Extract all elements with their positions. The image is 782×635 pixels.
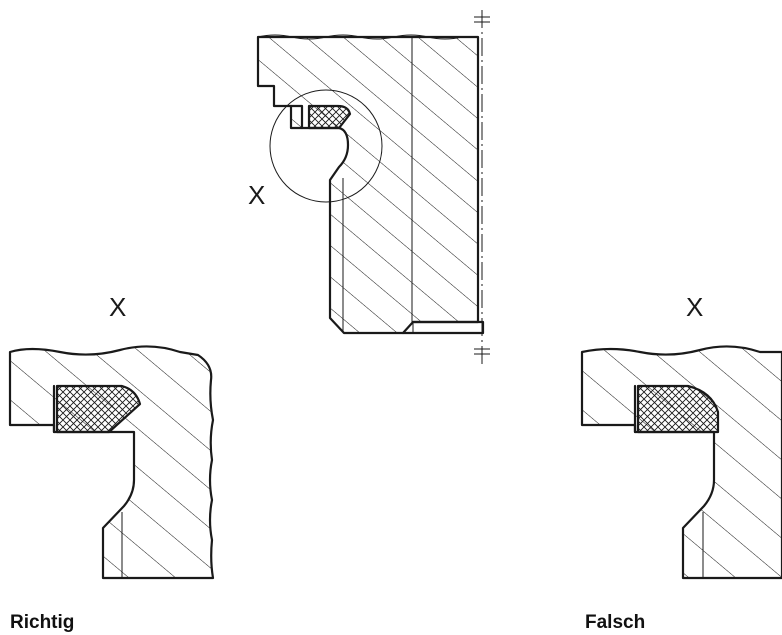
groove-recess	[289, 104, 304, 130]
axis-end-mark-top	[474, 16, 490, 23]
detail-mark-main: X	[248, 180, 265, 210]
housing-body	[256, 35, 480, 335]
caption-correct: Richtig	[10, 612, 74, 633]
detail-mark-right: X	[686, 292, 703, 322]
main-section-view	[256, 10, 490, 365]
detail-wrong	[580, 345, 782, 580]
shaft-step	[401, 320, 485, 335]
wrong-housing	[580, 345, 782, 580]
correct-housing	[8, 345, 215, 580]
caption-wrong: Falsch	[585, 612, 645, 633]
wrong-seal	[636, 384, 720, 434]
detail-correct	[8, 345, 215, 580]
correct-seal	[55, 384, 142, 434]
detail-mark-left: X	[109, 292, 126, 322]
detail-circle	[269, 89, 383, 203]
axis-end-mark-bottom	[474, 348, 490, 355]
seal-ring	[307, 104, 352, 130]
